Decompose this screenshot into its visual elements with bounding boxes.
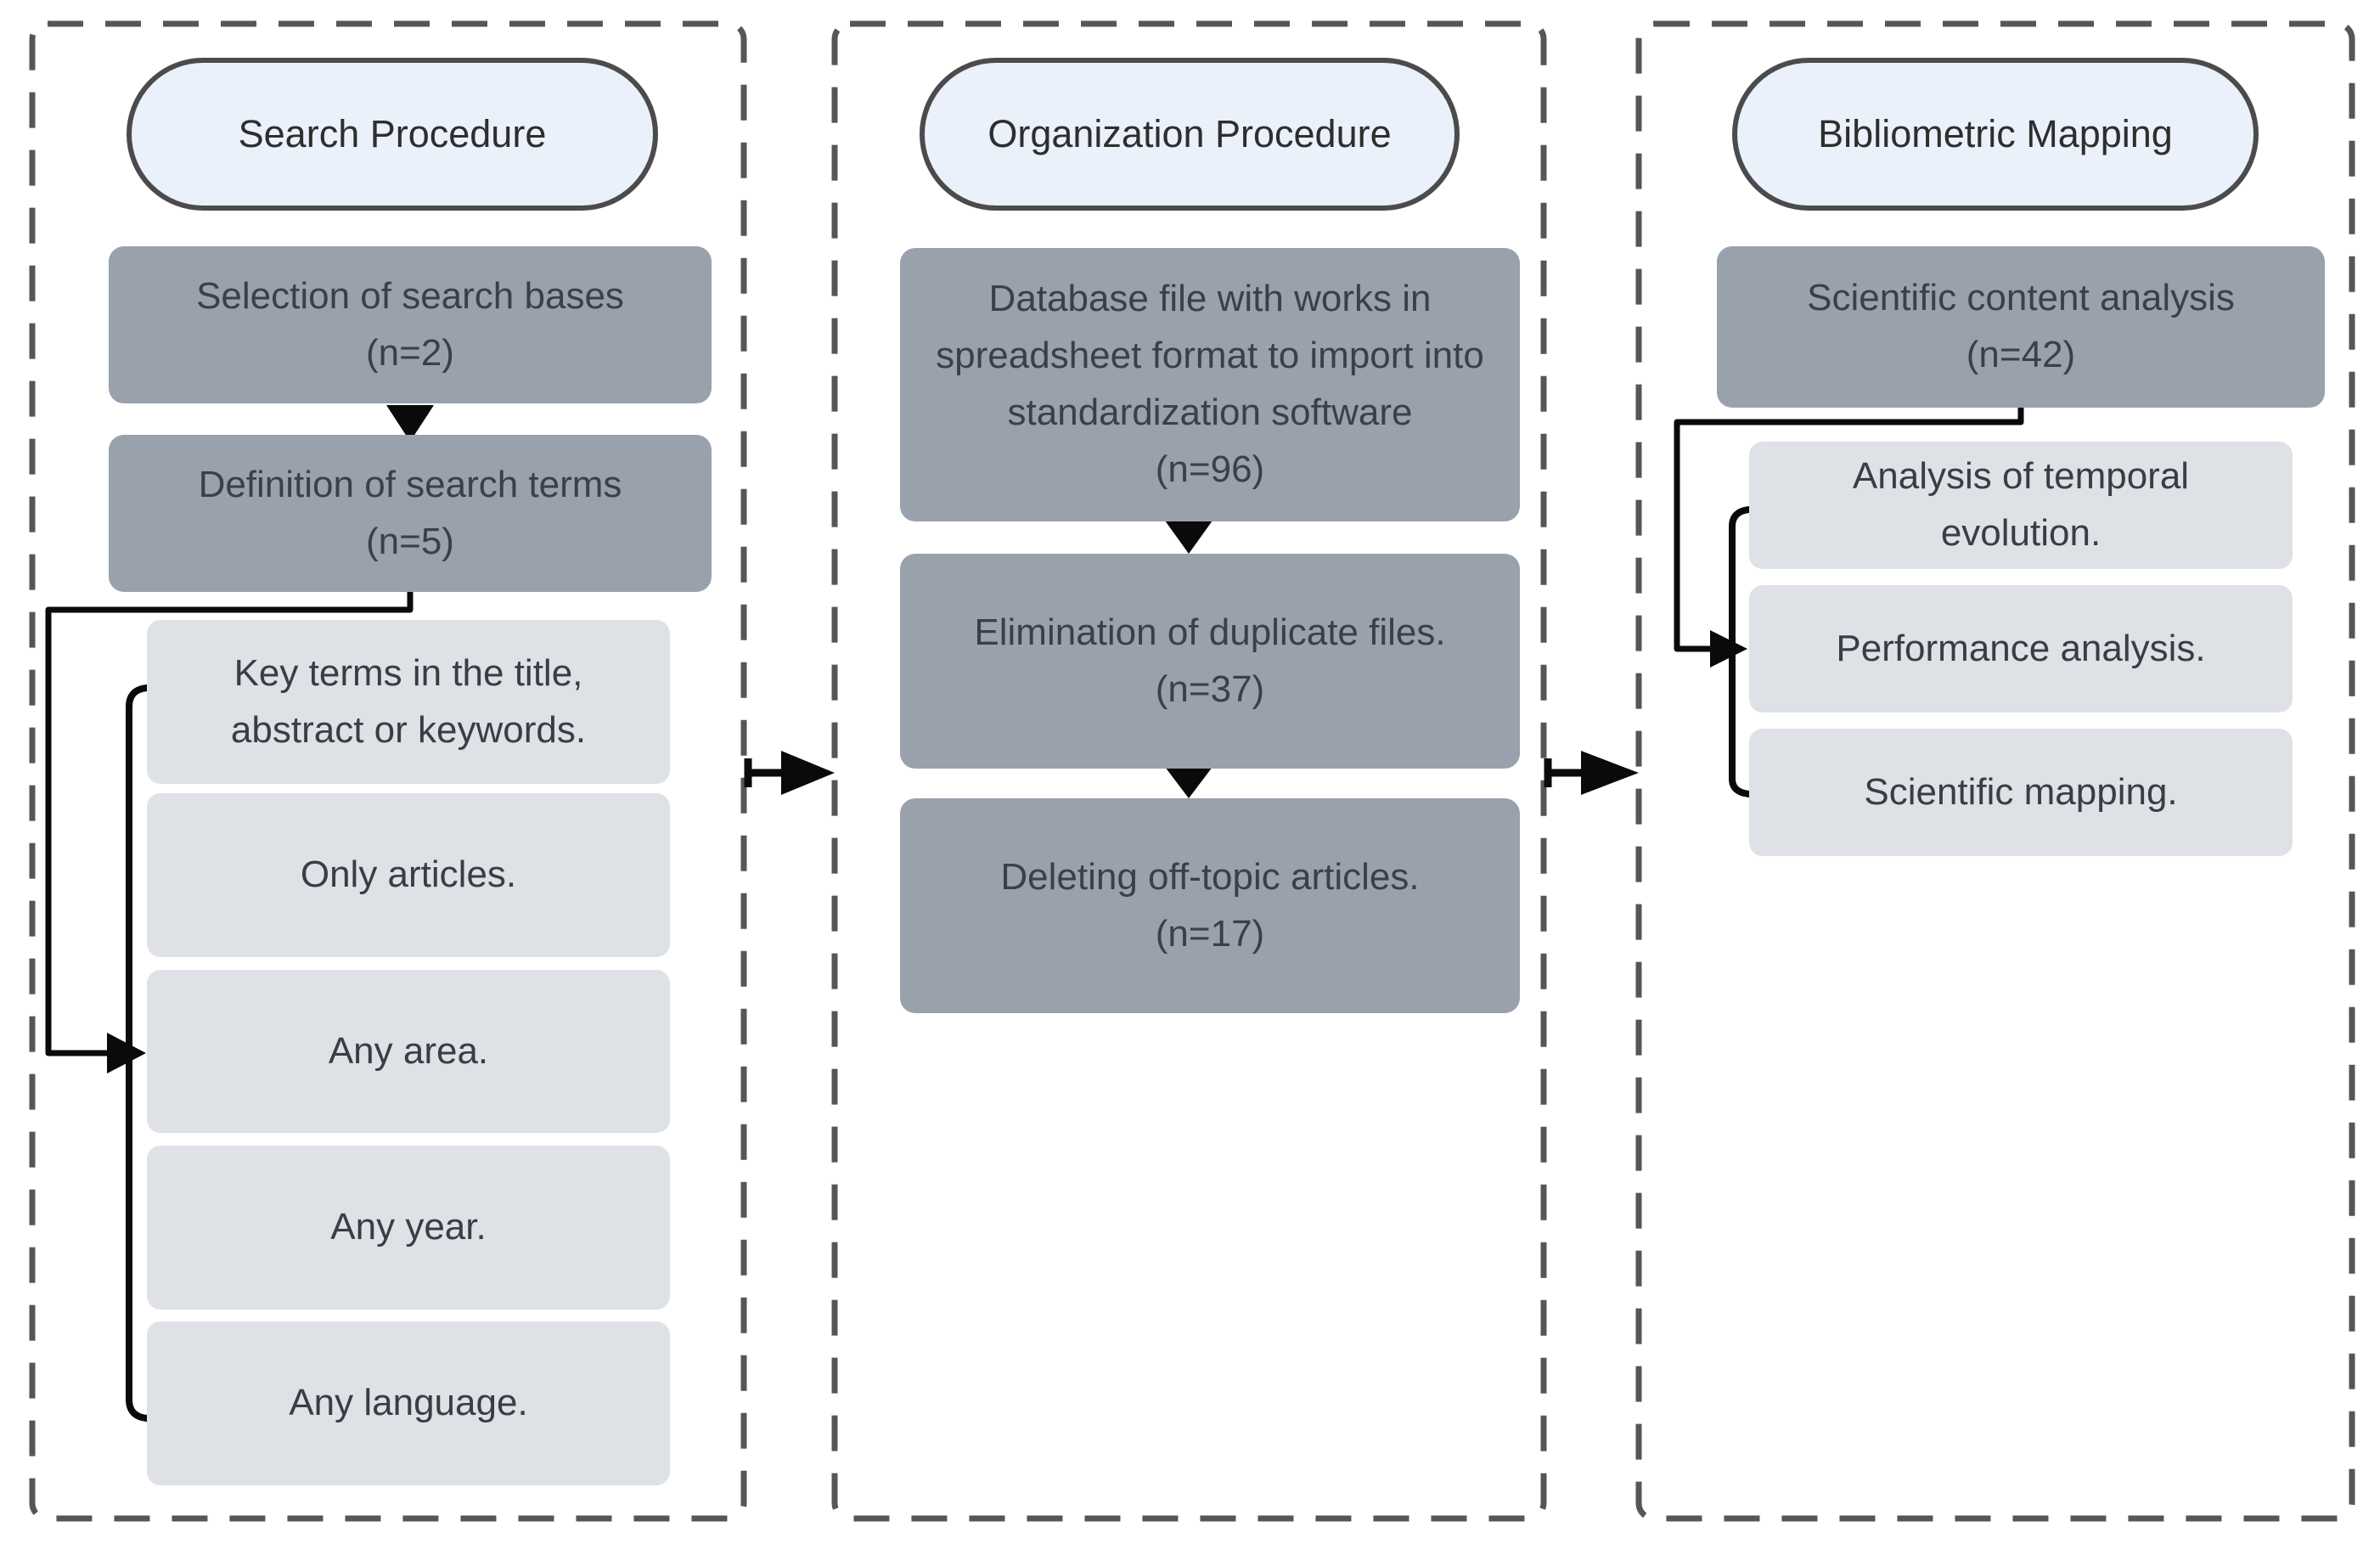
criterion-any-area: Any area. <box>147 970 670 1133</box>
header-search-procedure: Search Procedure <box>127 58 658 211</box>
step-database-file: Database file with works in spreadsheet … <box>900 248 1520 521</box>
criterion-key-terms: Key terms in the title, abstract or keyw… <box>147 620 670 784</box>
criterion-any-year: Any year. <box>147 1146 670 1310</box>
step-definition-of-search-terms: Definition of search terms (n=5) <box>109 435 712 592</box>
header-bibliometric-mapping: Bibliometric Mapping <box>1732 58 2259 211</box>
criteria-bracket-mapping <box>1729 506 1753 797</box>
analysis-scientific-mapping: Scientific mapping. <box>1749 729 2293 856</box>
step-elimination-duplicates: Elimination of duplicate files. (n=37) <box>900 554 1520 769</box>
down-arrow-icon <box>386 405 434 442</box>
right-arrowhead-icon <box>1581 751 1639 795</box>
analysis-temporal-evolution: Analysis of temporal evolution. <box>1749 442 2293 569</box>
elbow-connector-search <box>45 592 414 1056</box>
step-scientific-content-analysis: Scientific content analysis (n=42) <box>1717 246 2325 408</box>
criteria-bracket-search <box>126 685 150 1422</box>
flow-arrow-search-to-organization <box>744 758 783 787</box>
elbow-connector-mapping <box>1674 408 2024 652</box>
right-arrowhead-icon <box>781 751 835 795</box>
down-arrow-icon <box>1165 521 1213 554</box>
step-deleting-off-topic: Deleting off-topic articles. (n=17) <box>900 798 1520 1013</box>
step-selection-of-search-bases: Selection of search bases (n=2) <box>109 246 712 403</box>
flow-arrow-organization-to-mapping <box>1544 758 1583 787</box>
criterion-only-articles: Only articles. <box>147 793 670 957</box>
analysis-performance: Performance analysis. <box>1749 585 2293 713</box>
criterion-any-language: Any language. <box>147 1321 670 1485</box>
down-arrow-icon <box>1165 767 1213 798</box>
header-organization-procedure: Organization Procedure <box>920 58 1460 211</box>
